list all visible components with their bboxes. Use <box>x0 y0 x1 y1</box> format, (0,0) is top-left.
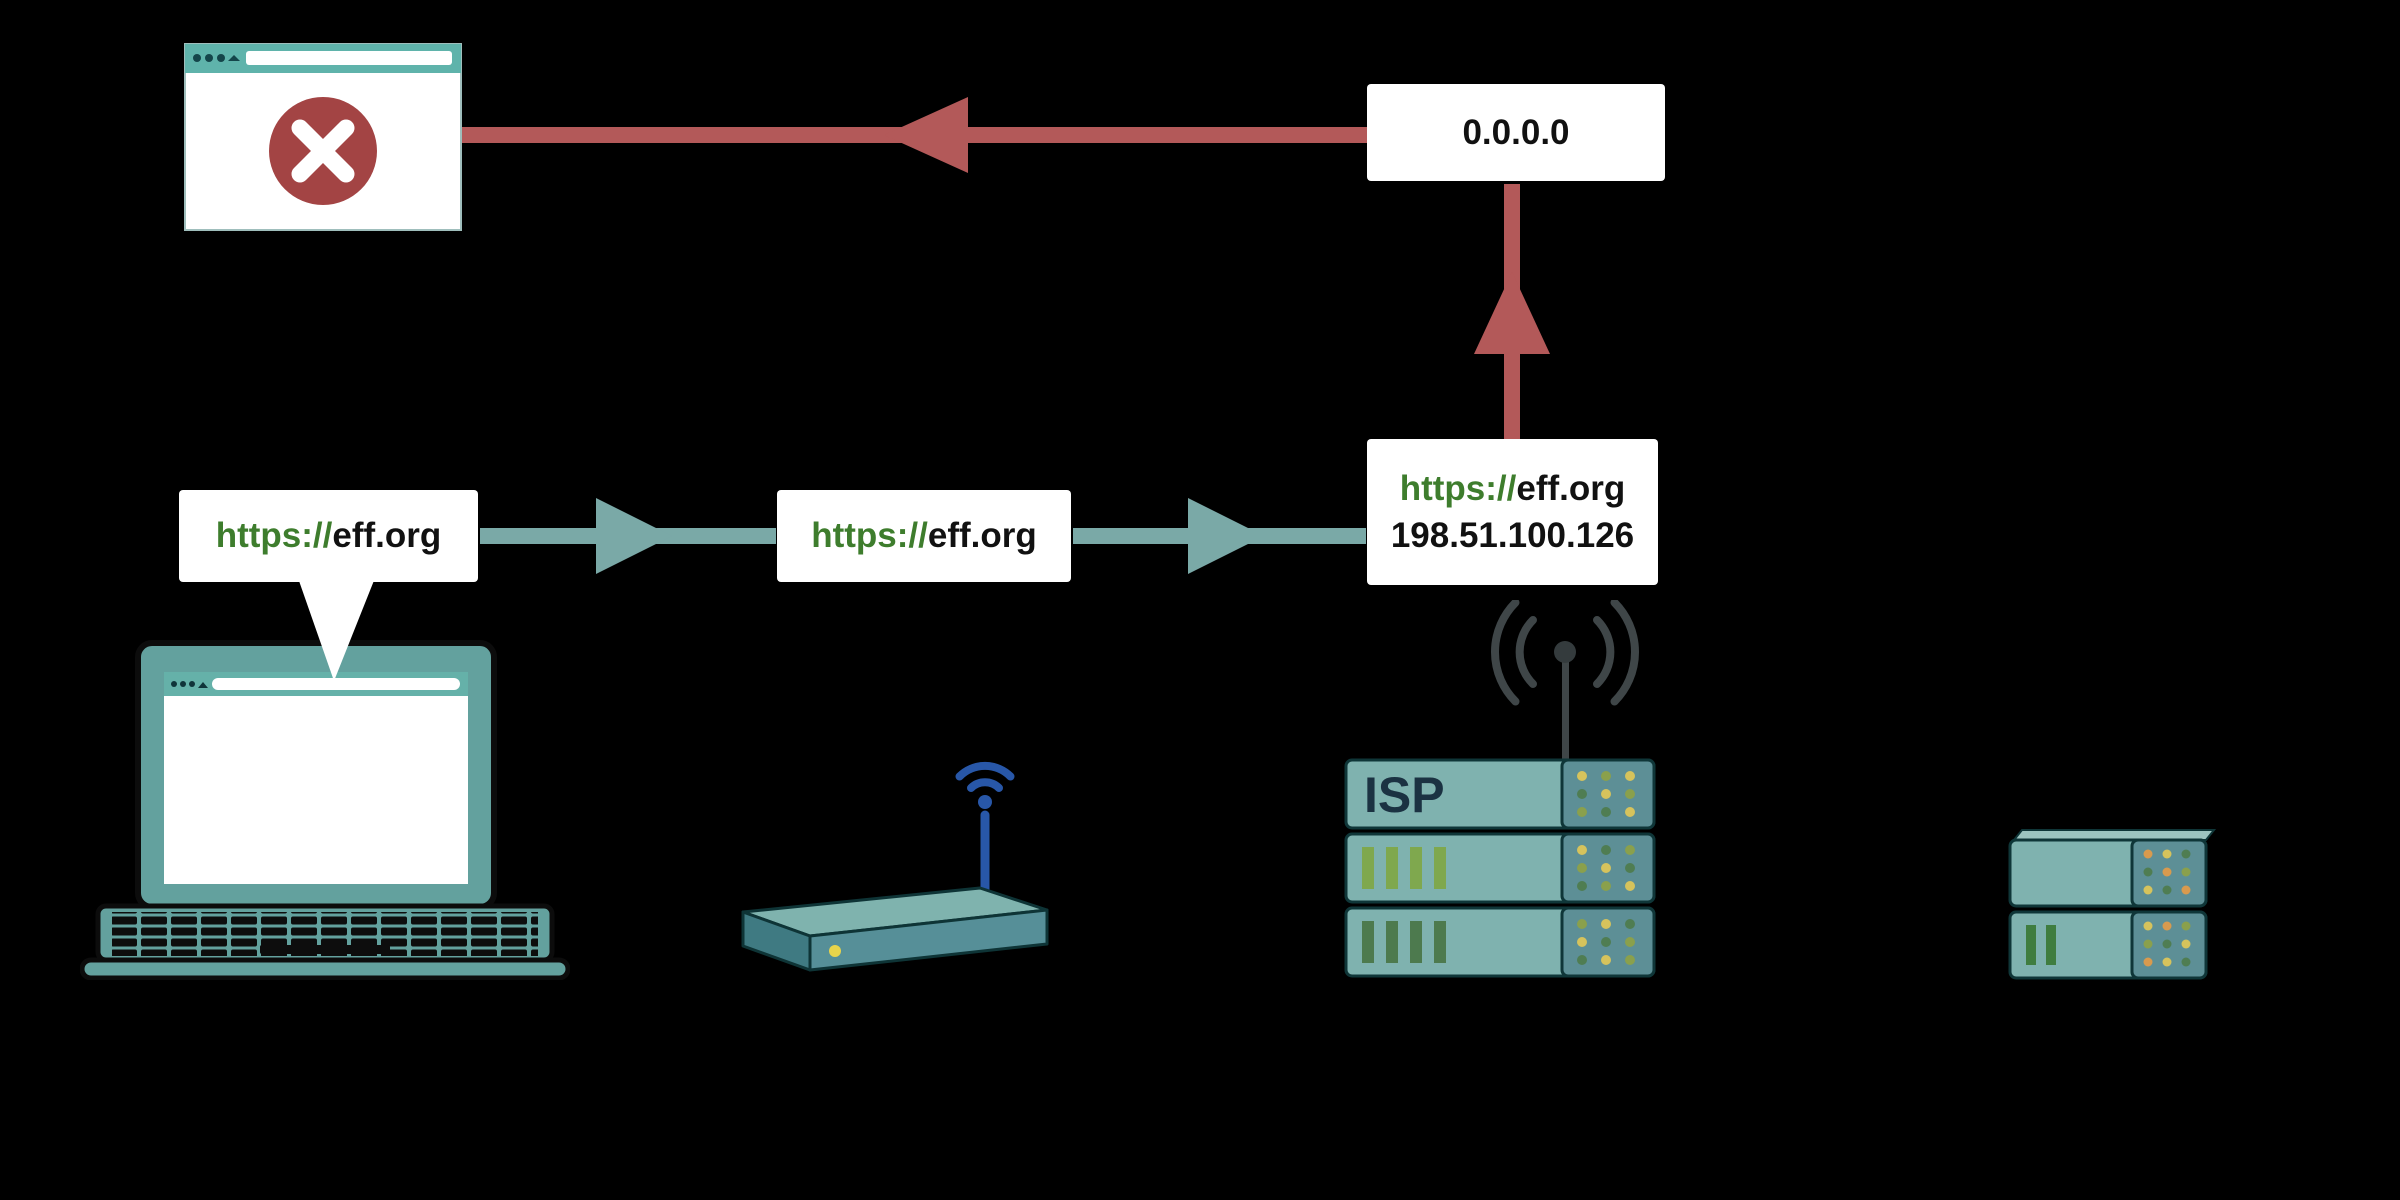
dns-server-icon <box>2000 826 2220 986</box>
speech-bubble-tail <box>298 578 375 681</box>
dns-rack-unit-2 <box>2008 910 2208 980</box>
arrow-blocked-response-to-browser <box>462 97 1367 173</box>
wifi-router-icon <box>735 740 1055 990</box>
wifi-signal-icon <box>955 761 1015 792</box>
isp-rack-unit-3 <box>1344 906 1656 978</box>
dns-answer-box: https://eff.org 198.51.100.126 <box>1367 439 1658 585</box>
address-bar <box>246 51 452 65</box>
error-x-icon <box>269 97 377 205</box>
dns-answer-url: https://eff.org <box>1400 465 1626 512</box>
url-host: eff.org <box>332 516 442 555</box>
isp-rack-unit-1: ISP <box>1344 758 1656 830</box>
url-host: eff.org <box>927 516 1037 555</box>
url-scheme: https:// <box>1399 469 1517 508</box>
isp-rack-unit-2 <box>1344 832 1656 904</box>
isp-label: ISP <box>1364 767 1445 823</box>
dns-answer-ip: 198.51.100.126 <box>1390 516 1635 555</box>
dns-rack-unit-1 <box>2008 838 2208 908</box>
router-request-box: https://eff.org <box>777 490 1071 582</box>
url-scheme: https:// <box>811 516 928 555</box>
blocked-response-box: 0.0.0.0 <box>1367 84 1665 181</box>
blocked-ip-text: 0.0.0.0 <box>1462 112 1570 152</box>
router-led <box>829 945 841 957</box>
broadcast-antenna-icon <box>1490 600 1640 762</box>
url-scheme: https:// <box>215 516 333 555</box>
url-host: eff.org <box>1516 469 1626 508</box>
arrow-request-router-to-isp <box>1073 498 1366 574</box>
laptop-request-bubble: https://eff.org <box>179 490 478 582</box>
arrow-request-laptop-to-router <box>480 498 776 574</box>
laptop-icon <box>80 640 570 980</box>
home-icon <box>228 55 240 61</box>
isp-server-icon: ISP <box>1330 600 1670 990</box>
arrow-dns-answer-to-blocked <box>1474 184 1550 442</box>
blocked-browser-window <box>184 43 462 231</box>
